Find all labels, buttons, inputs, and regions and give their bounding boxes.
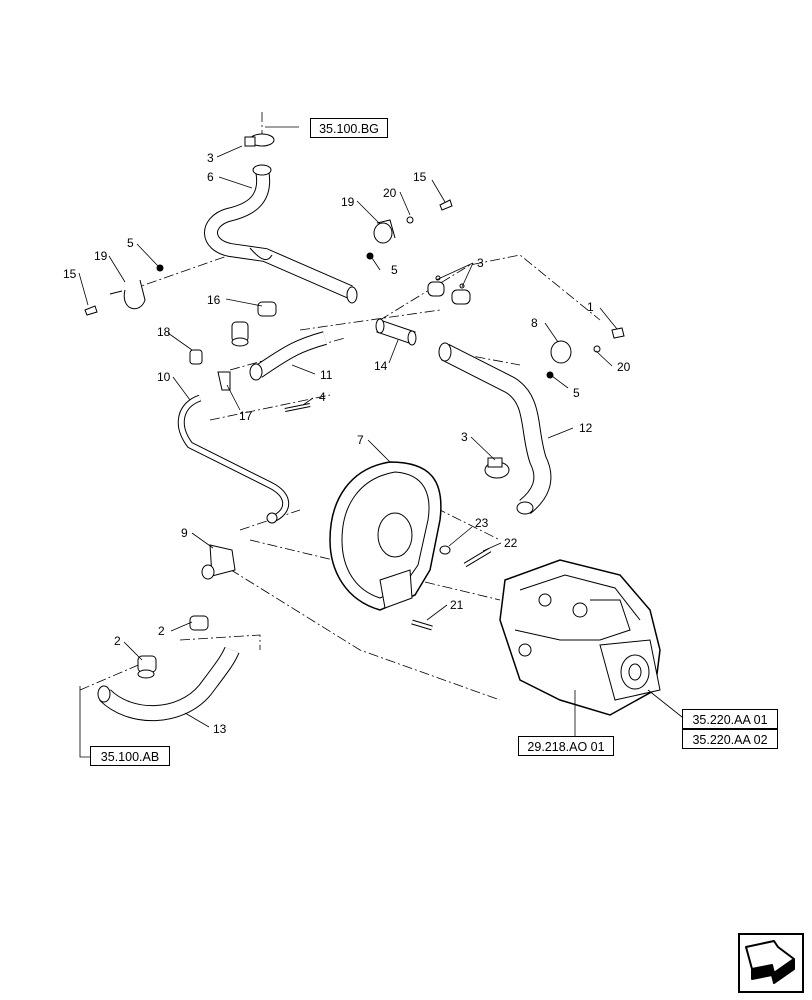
callout-21: 21 <box>450 598 464 612</box>
callout-20-top: 20 <box>383 186 397 200</box>
callout-3-mid: 3 <box>477 256 484 270</box>
callout-2-upper: 2 <box>158 624 165 638</box>
callout-1: 1 <box>587 300 594 314</box>
reference-box-motor-1[interactable]: 35.220.AA 01 <box>682 709 778 729</box>
reference-box-pump[interactable]: 29.218.AO 01 <box>518 736 614 756</box>
callout-18: 18 <box>157 325 171 339</box>
callout-15-top: 15 <box>413 170 427 184</box>
reference-box-top[interactable]: 35.100.BG <box>310 118 388 138</box>
callout-3-lower: 3 <box>461 430 468 444</box>
callout-12: 12 <box>579 421 593 435</box>
callout-17: 17 <box>239 409 253 423</box>
callout-8: 8 <box>531 316 538 330</box>
callout-19-left: 19 <box>94 249 108 263</box>
callout-23: 23 <box>475 516 489 530</box>
callout-2-lower: 2 <box>114 634 121 648</box>
callout-19-right: 19 <box>341 195 355 209</box>
callout-6: 6 <box>207 170 214 184</box>
callout-5-right: 5 <box>573 386 580 400</box>
callout-11: 11 <box>320 368 333 382</box>
callout-20-right: 20 <box>617 360 631 374</box>
callout-14: 14 <box>374 359 388 373</box>
callout-9: 9 <box>181 526 188 540</box>
callout-15-left: 15 <box>63 267 77 281</box>
callout-5-left: 5 <box>127 236 134 250</box>
callout-10: 10 <box>157 370 171 384</box>
callout-16: 16 <box>207 293 221 307</box>
reference-box-bottom-left[interactable]: 35.100.AB <box>90 746 170 766</box>
callout-4: 4 <box>319 390 326 404</box>
callout-13: 13 <box>213 722 227 736</box>
reference-box-motor-2[interactable]: 35.220.AA 02 <box>682 729 778 749</box>
next-page-arrow-icon[interactable] <box>738 933 804 993</box>
callout-7: 7 <box>357 433 364 447</box>
callout-22: 22 <box>504 536 518 550</box>
callout-3-top: 3 <box>207 151 214 165</box>
callout-5-mid: 5 <box>391 263 398 277</box>
